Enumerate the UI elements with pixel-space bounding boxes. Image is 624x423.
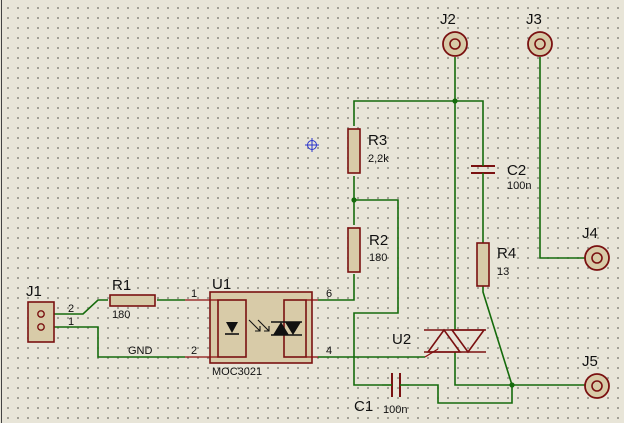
resistor-r1-body — [109, 294, 156, 307]
u1-part: MOC3021 — [212, 366, 262, 378]
light-arrows-icon — [248, 319, 270, 332]
r3-label: R3 — [368, 132, 387, 149]
terminal-hole — [591, 380, 603, 392]
junction-dot — [509, 382, 515, 388]
optocoupler-u1[interactable]: U1 MOC3021 1 2 6 4 — [185, 276, 332, 378]
j2-label: J2 — [440, 11, 456, 28]
resistor-r1[interactable]: R1 180 — [109, 277, 156, 321]
u2-gate-lead — [424, 348, 439, 358]
triac-u2-icon — [426, 328, 462, 353]
terminal-hole — [534, 38, 546, 50]
r2-label: R2 — [369, 232, 388, 249]
wire-j1-r1[interactable] — [54, 299, 108, 315]
wire-u1-r2[interactable] — [318, 274, 355, 301]
terminal-icon — [37, 310, 45, 318]
c2-label: C2 — [507, 162, 526, 179]
u2-label: U2 — [392, 331, 411, 348]
pcb-terminal-icon — [442, 31, 468, 57]
net-label-gnd: GND — [128, 345, 153, 357]
triac-icon — [271, 321, 302, 336]
capacitor-c2[interactable]: C2 100n — [471, 148, 531, 192]
r1-label: R1 — [112, 277, 131, 294]
wire-gnd[interactable] — [54, 326, 185, 358]
junction-dot — [452, 98, 458, 104]
terminal-j3[interactable]: J3 — [526, 11, 553, 57]
terminal-j4[interactable]: J4 — [582, 225, 610, 271]
u1-inner-led-box — [217, 299, 247, 358]
triac-u2-icon — [450, 329, 486, 354]
terminal-icon — [37, 323, 45, 331]
wire-u2-j5[interactable] — [454, 352, 585, 386]
r3-value: 2,2k — [368, 153, 389, 165]
pcb-terminal-icon — [527, 31, 553, 57]
wire-j3-j4[interactable] — [539, 57, 585, 259]
capacitor-c1[interactable]: C1 100n — [354, 373, 409, 416]
c1-value: 100n — [383, 404, 407, 416]
wire-c1-node[interactable] — [409, 384, 513, 404]
pcb-terminal-icon — [584, 245, 610, 271]
r2-value: 180 — [369, 252, 387, 264]
j4-label: J4 — [582, 225, 598, 242]
j1-pin-top: 2 — [68, 303, 74, 315]
led-icon — [226, 322, 238, 333]
junction-dot — [351, 197, 357, 203]
u1-label: U1 — [212, 276, 231, 293]
j1-label: J1 — [26, 283, 42, 300]
terminal-j5[interactable]: J5 — [582, 353, 610, 399]
terminal-hole — [591, 252, 603, 264]
wire-node-gate[interactable] — [353, 199, 399, 386]
r4-value: 13 — [497, 266, 509, 278]
resistor-r3[interactable]: R3 2,2k — [347, 128, 389, 174]
terminal-j2[interactable]: J2 — [440, 11, 468, 57]
pcb-terminal-icon — [584, 373, 610, 399]
r4-label: R4 — [497, 245, 516, 262]
u1-pin4: 4 — [326, 345, 332, 357]
triac-u2[interactable]: U2 — [392, 328, 486, 358]
j3-label: J3 — [526, 11, 542, 28]
crosshair-circle-icon — [305, 138, 319, 152]
wire-r4-node[interactable] — [482, 286, 513, 386]
c1-label: C1 — [354, 398, 373, 415]
terminal-hole — [449, 38, 461, 50]
u1-pin2: 2 — [191, 345, 197, 357]
resistor-r2[interactable]: R2 180 — [347, 227, 388, 273]
wire-top-rail[interactable] — [353, 100, 484, 148]
resistor-r4[interactable]: R4 13 — [476, 242, 516, 287]
u1-pin1: 1 — [191, 288, 197, 300]
j1-pin-bottom: 1 — [68, 316, 74, 328]
connector-j1-body — [27, 301, 55, 343]
j5-label: J5 — [582, 353, 598, 370]
resistor-r3-body — [347, 128, 361, 174]
r1-value: 180 — [112, 309, 130, 321]
resistor-r4-body — [476, 242, 490, 287]
connector-j1[interactable]: J1 2 1 — [26, 283, 74, 343]
resistor-r2-body — [347, 227, 361, 273]
c2-value: 100n — [507, 180, 531, 192]
u1-pin6: 6 — [326, 288, 332, 300]
wires — [54, 57, 585, 404]
